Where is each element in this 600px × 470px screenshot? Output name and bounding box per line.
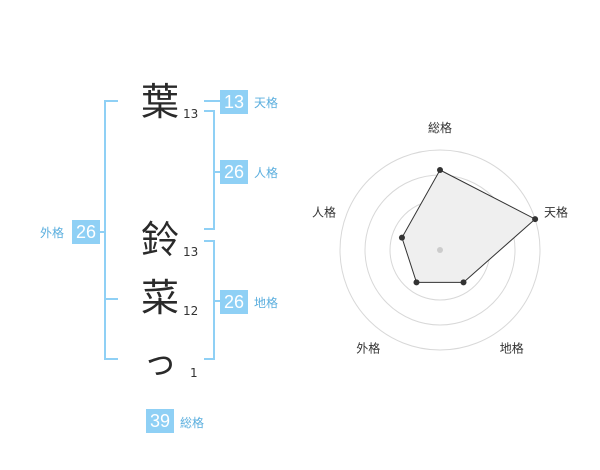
radar-axis-label-5: 人格 — [312, 204, 336, 219]
jinkaku-bracket-bottom — [204, 228, 215, 230]
jinkaku-bracket-top — [204, 110, 215, 112]
radar-axis-label-4: 外格 — [356, 341, 380, 356]
jinkaku-label: 人格 — [254, 166, 279, 180]
outer-bracket-vertical — [104, 100, 106, 360]
chikaku-badge: 26 — [220, 290, 248, 314]
radar-point-4 — [413, 279, 420, 286]
char-2-strokes: 13 — [183, 245, 199, 259]
chikaku-bracket-connector — [213, 300, 220, 302]
radar-axis-label-1: 総格 — [428, 120, 452, 135]
char-4-strokes: 1 — [190, 366, 198, 380]
jinkaku-badge: 26 — [220, 160, 248, 184]
soukaku-badge: 39 — [146, 409, 174, 433]
radar-points — [398, 167, 539, 286]
chikaku-label: 地格 — [254, 296, 279, 310]
gaikaku-badge: 26 — [72, 220, 100, 244]
tenkaku-connector — [204, 100, 220, 102]
radar-point-5 — [398, 234, 405, 241]
radar-point-1 — [437, 167, 443, 173]
chikaku-bracket-top — [204, 240, 215, 242]
outer-bracket-top — [104, 100, 118, 102]
outer-bracket-mid — [104, 298, 118, 300]
outer-bracket-bottom — [104, 358, 118, 360]
radar-axis-label-2: 天格 — [544, 204, 568, 219]
char-3-strokes: 12 — [183, 304, 199, 318]
radar-center-dot — [437, 247, 443, 253]
char-4: っ — [143, 343, 177, 383]
radar-ring-4 — [339, 149, 541, 351]
radar-axis-label-3: 地格 — [500, 341, 524, 356]
jinkaku-bracket-connector — [213, 171, 220, 173]
char-1: 葉 — [141, 80, 180, 124]
soukaku-label: 総格 — [180, 416, 205, 430]
gaikaku-label: 外格 — [40, 226, 65, 240]
chikaku-bracket-bottom — [204, 358, 215, 360]
jinkaku-bracket-vertical — [213, 110, 215, 230]
radar-point-2 — [532, 216, 539, 223]
tenkaku-label: 天格 — [254, 96, 279, 110]
radar-point-3 — [460, 279, 467, 286]
char-2: 鈴 — [141, 218, 180, 262]
radar-value-polygon — [401, 169, 536, 283]
outer-bracket-connector — [98, 231, 106, 233]
char-1-strokes: 13 — [183, 107, 199, 121]
char-3: 菜 — [141, 276, 180, 320]
tenkaku-badge: 13 — [220, 90, 248, 114]
